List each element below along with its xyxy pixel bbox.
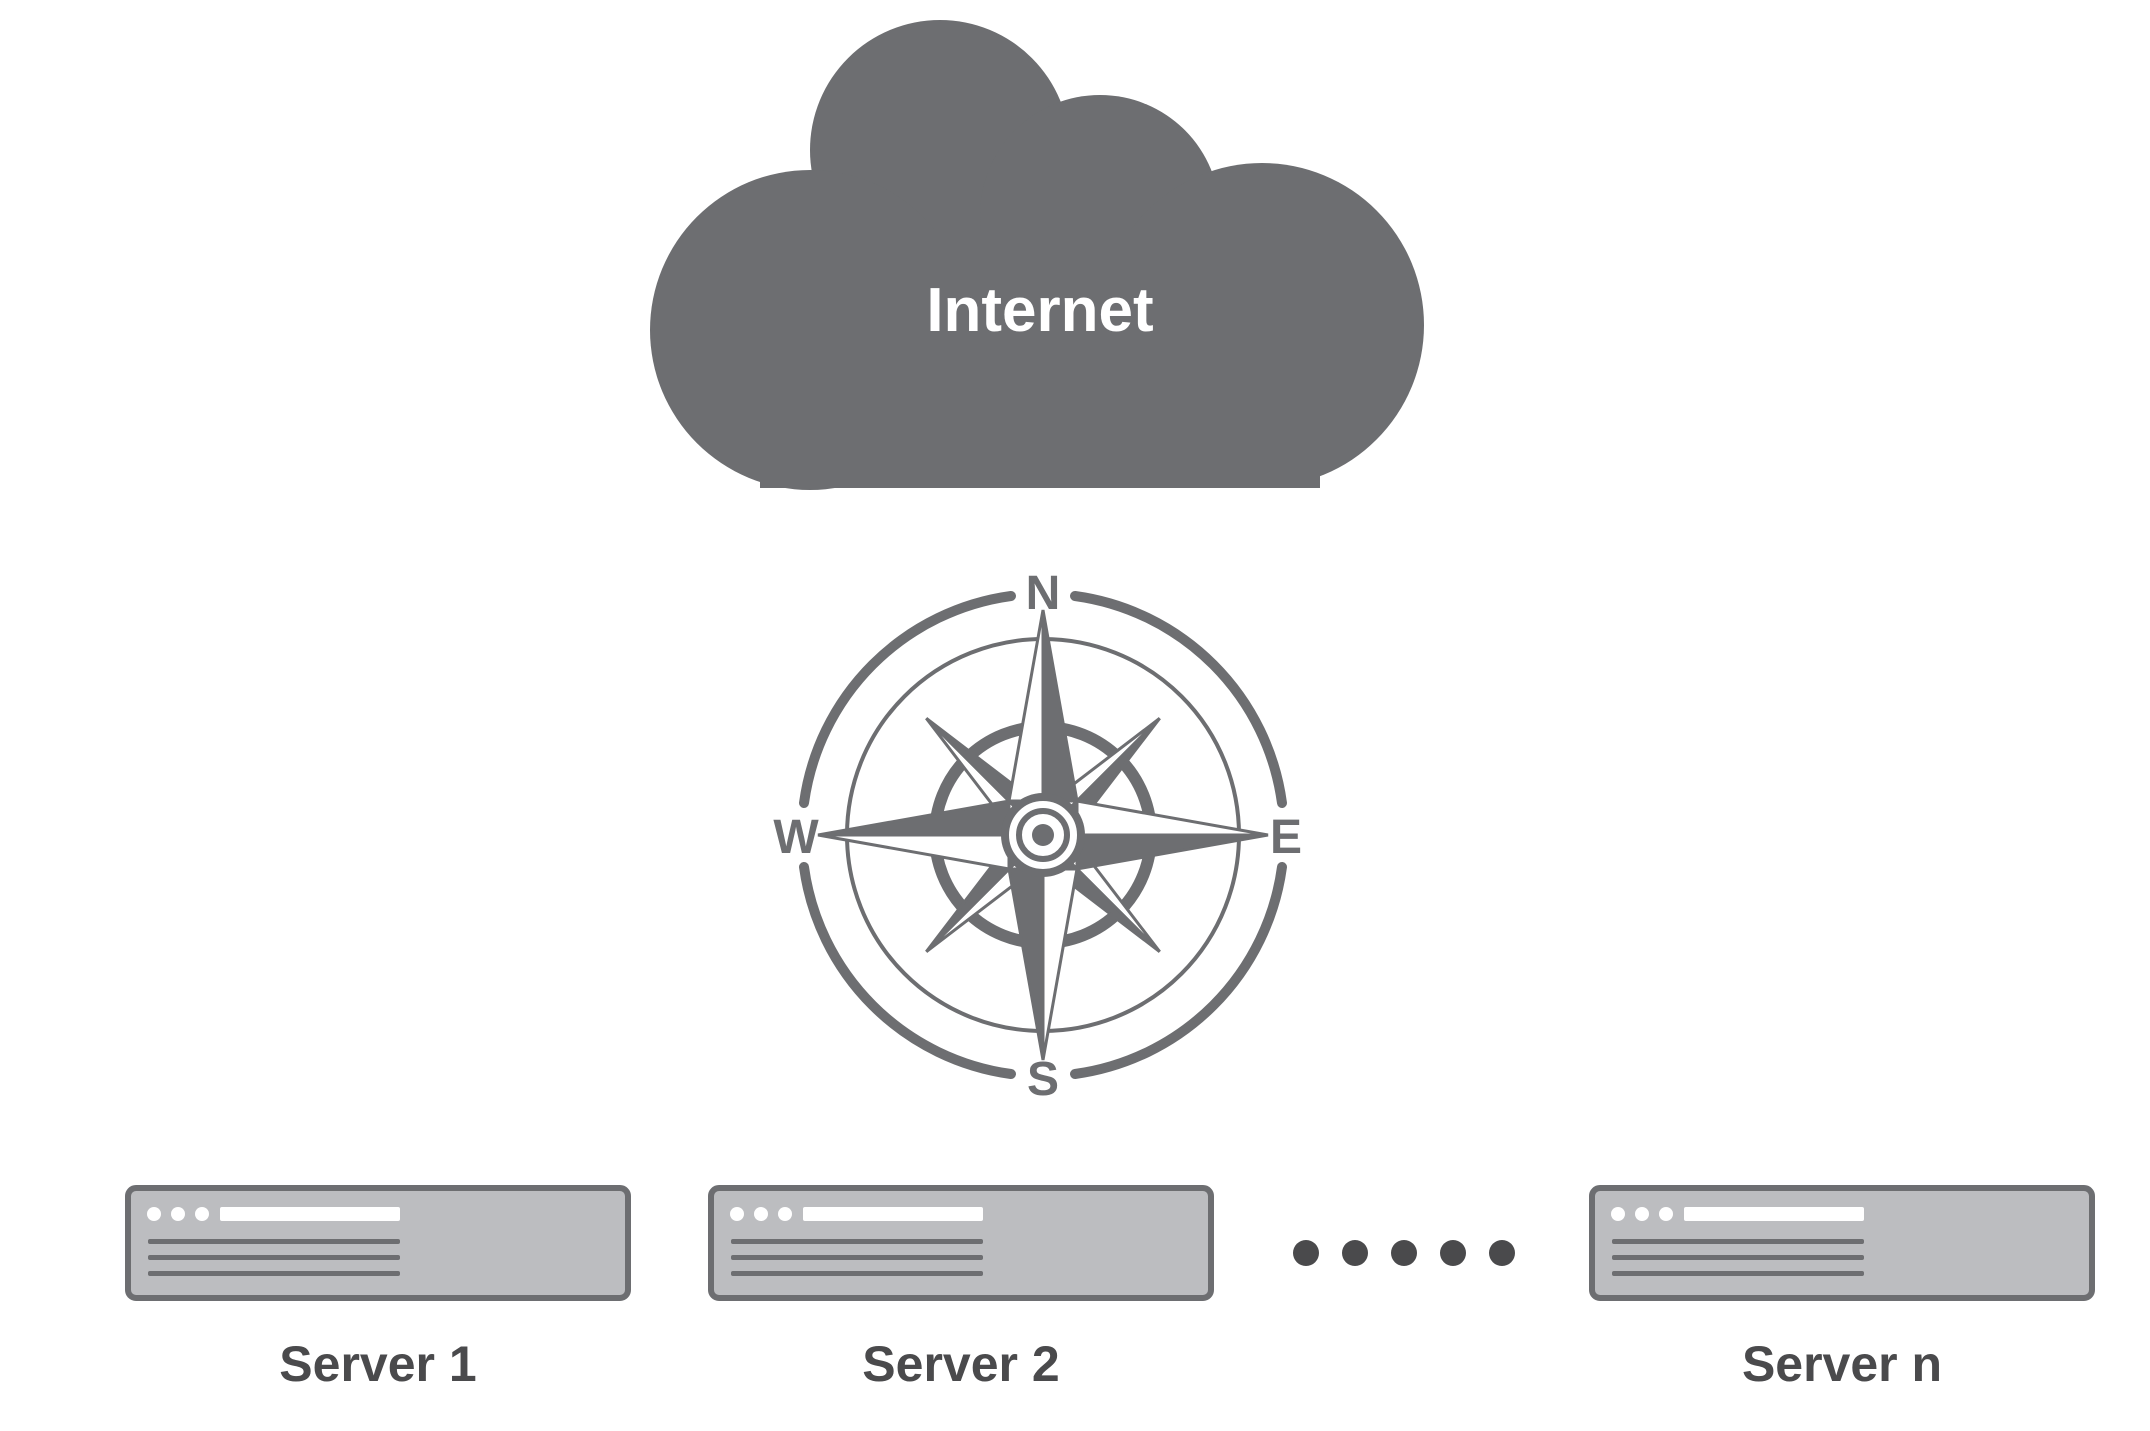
ellipsis-dot: [1293, 1240, 1319, 1266]
ellipsis-dot: [1391, 1240, 1417, 1266]
ellipsis-dot: [1342, 1240, 1368, 1266]
compass-west-label: W: [773, 811, 819, 864]
internet-cloud-icon: [650, 20, 1424, 490]
internet-label: Internet: [926, 276, 1154, 345]
server-1-label: Server 1: [279, 1336, 477, 1392]
server-n-icon: [1589, 1185, 2095, 1301]
compass-icon: [799, 591, 1287, 1079]
compass-south-label: S: [1026, 1053, 1059, 1106]
ellipsis-dots: [1293, 1240, 1515, 1266]
ellipsis-dot: [1489, 1240, 1515, 1266]
server-2-label: Server 2: [862, 1336, 1060, 1392]
server-2-icon: [708, 1185, 1214, 1301]
server-1-icon: [125, 1185, 631, 1301]
compass-east-label: E: [1269, 811, 1302, 864]
ellipsis-dot: [1440, 1240, 1466, 1266]
server-n-label: Server n: [1741, 1336, 1943, 1392]
compass-north-label: N: [1025, 567, 1061, 620]
